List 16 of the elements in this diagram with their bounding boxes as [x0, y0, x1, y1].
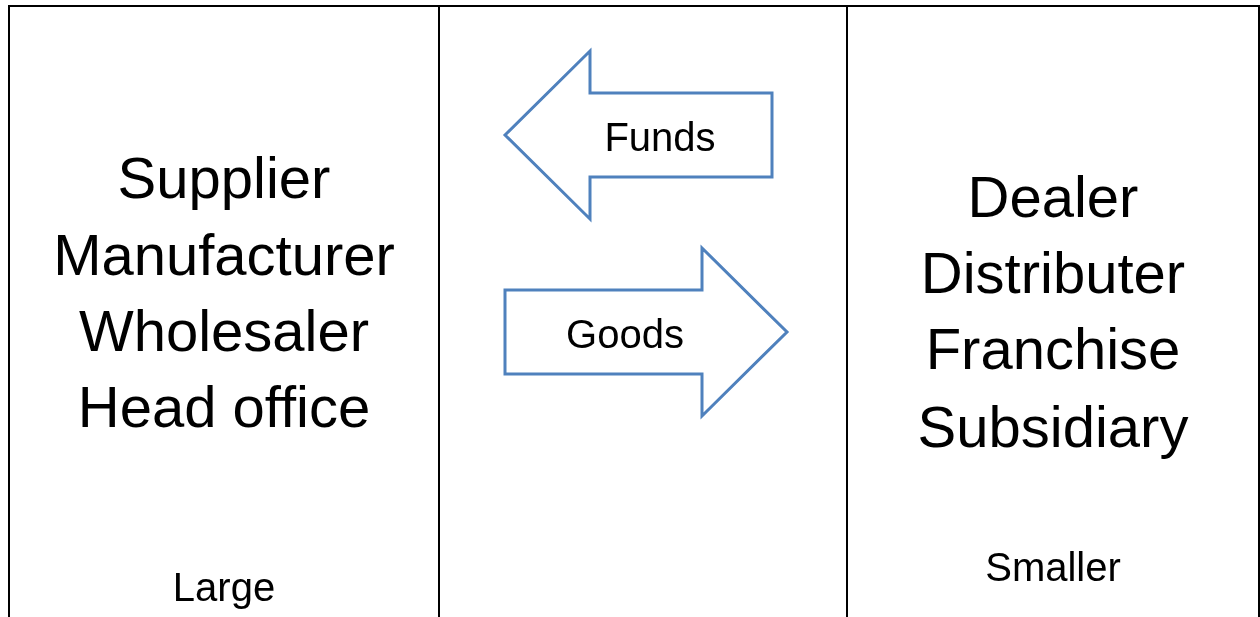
role-label: Franchise [925, 315, 1181, 383]
size-label: Large [172, 564, 276, 611]
role-label: Dealer [967, 163, 1139, 231]
block-arrow [502, 47, 774, 223]
role-label: Supplier [117, 144, 331, 212]
edge-label: Funds [604, 117, 716, 157]
role-label: Head office [77, 373, 371, 441]
role-label: Subsidiary [917, 393, 1189, 461]
role-label: Distributer [920, 239, 1186, 307]
edge-label: Goods [566, 314, 684, 354]
role-label: Manufacturer [53, 221, 395, 289]
column-panel [8, 5, 440, 617]
block-arrow [503, 244, 790, 420]
size-label: Smaller [985, 544, 1121, 591]
role-label: Wholesaler [78, 297, 370, 365]
column-panel [846, 5, 1260, 617]
